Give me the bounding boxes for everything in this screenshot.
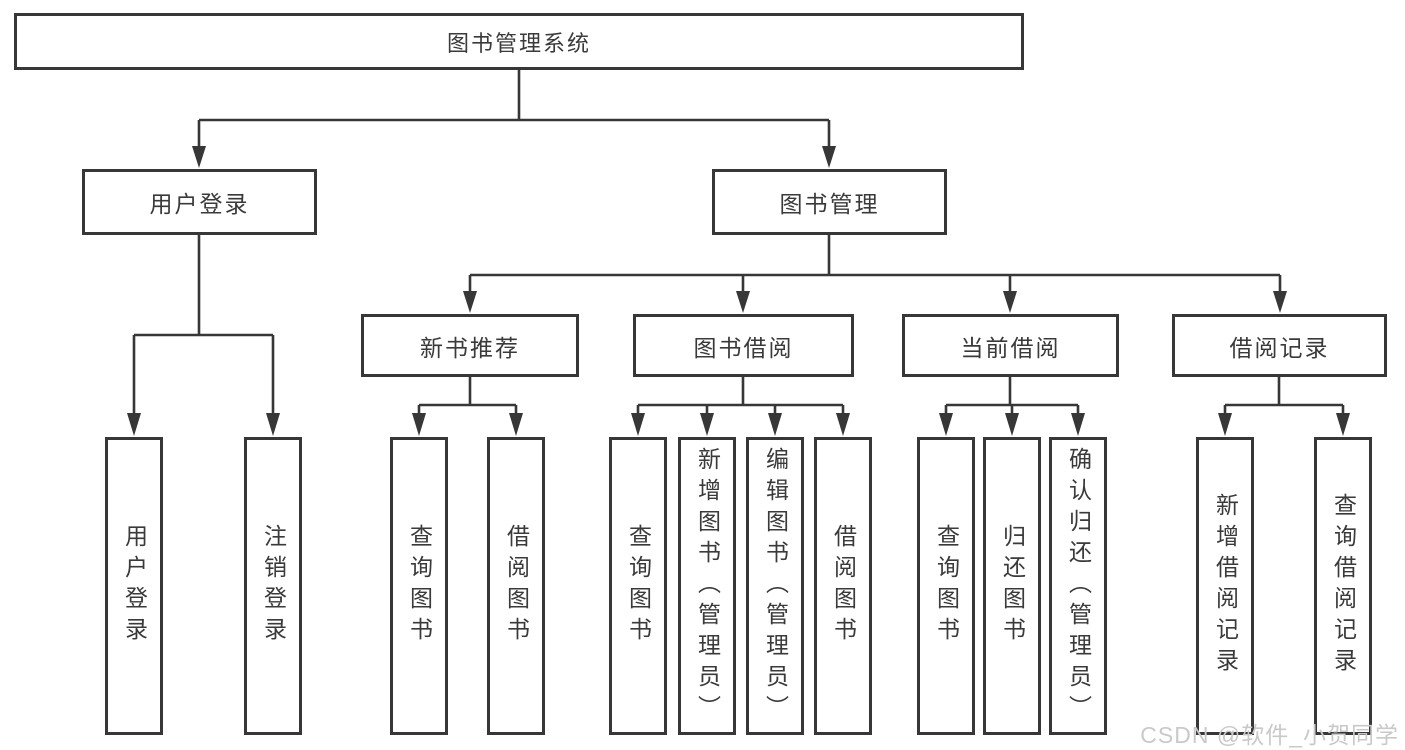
leaf-label: 确认归还（管理员） (1065, 446, 1092, 726)
leaf-return-books: 归还图书 (983, 437, 1041, 735)
leaf-label: 查询图书 (933, 524, 960, 648)
leaf-query-borrow-record: 查询借阅记录 (1314, 437, 1372, 735)
leaf-edit-books-admin: 编辑图书（管理员） (746, 437, 804, 735)
leaf-label: 用户登录 (121, 524, 148, 648)
leaf-query-books-borrow: 查询图书 (609, 437, 667, 735)
node-book-management: 图书管理 (712, 169, 947, 235)
leaf-logout: 注销登录 (244, 437, 302, 735)
edge-new-book-to-leaves (412, 377, 523, 436)
leaf-label: 归还图书 (999, 524, 1026, 648)
leaf-label: 新增图书（管理员） (694, 446, 721, 726)
node-current-borrow: 当前借阅 (902, 314, 1119, 377)
node-root-library-system: 图书管理系统 (14, 13, 1024, 70)
leaf-label: 新增借阅记录 (1212, 493, 1239, 679)
node-label: 图书借阅 (693, 334, 794, 361)
node-label: 图书管理 (779, 191, 880, 217)
node-label: 借阅记录 (1229, 334, 1330, 361)
leaf-label: 查询图书 (625, 524, 652, 648)
leaf-query-books-recommend: 查询图书 (390, 437, 448, 735)
leaf-borrow-books-recommend: 借阅图书 (487, 437, 545, 735)
leaf-user-login: 用户登录 (105, 437, 163, 735)
node-label: 当前借阅 (960, 334, 1061, 361)
leaf-label: 借阅图书 (503, 524, 530, 648)
leaf-label: 借阅图书 (830, 524, 857, 648)
leaf-add-books-admin: 新增图书（管理员） (678, 437, 736, 735)
edge-root-to-level2 (192, 70, 836, 168)
node-user-login: 用户登录 (82, 169, 317, 235)
node-borrow-records: 借阅记录 (1172, 314, 1387, 377)
leaf-borrow-books: 借阅图书 (814, 437, 872, 735)
leaf-label: 查询图书 (406, 524, 433, 648)
edge-book-borrow-to-leaves (631, 377, 850, 436)
node-label: 图书管理系统 (446, 30, 591, 56)
node-book-borrow: 图书借阅 (633, 314, 854, 377)
leaf-label: 编辑图书（管理员） (762, 446, 789, 726)
edge-current-borrow-to-leaves (939, 377, 1085, 436)
edge-borrow-records-to-leaves (1218, 377, 1350, 436)
leaf-label: 查询借阅记录 (1330, 493, 1357, 679)
leaf-label: 注销登录 (260, 524, 287, 648)
leaf-add-borrow-record: 新增借阅记录 (1196, 437, 1254, 735)
node-new-book-recommend: 新书推荐 (361, 314, 579, 377)
edge-user-login-to-leaves (127, 233, 280, 436)
node-label: 新书推荐 (420, 334, 520, 361)
leaf-query-books-current: 查询图书 (917, 437, 975, 735)
edge-book-management-to-level3 (463, 233, 1287, 313)
leaf-confirm-return-admin: 确认归还（管理员） (1049, 437, 1107, 735)
node-label: 用户登录 (149, 191, 250, 217)
